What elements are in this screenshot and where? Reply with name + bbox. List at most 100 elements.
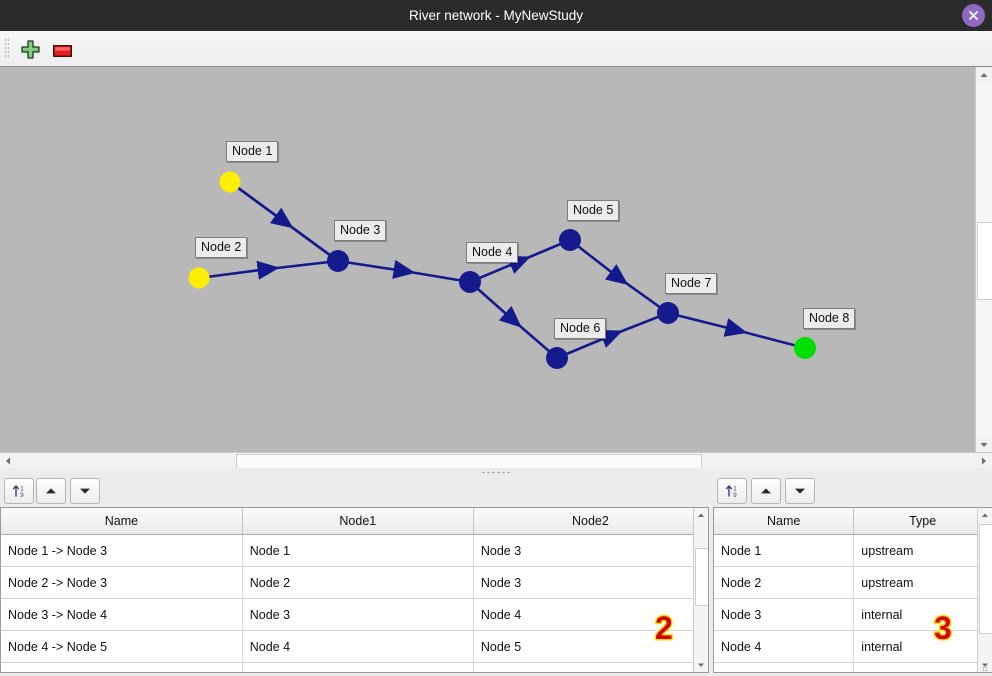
nodes-cell-empty[interactable] [853,662,992,672]
window-title: River network - MyNewStudy [408,8,584,23]
scroll-up-icon[interactable] [978,508,992,522]
nodes-table[interactable]: Name Type Node 1 upstream Node 2 upstrea… [713,507,992,673]
triangle-up-icon[interactable] [36,478,66,504]
table-row: Node 1 -> Node 3 Node 1 Node 3 [1,534,708,567]
links-cell-name[interactable]: Node 1 -> Node 3 [1,534,243,567]
links-table-scrollbar[interactable] [693,508,708,672]
main-toolbar [0,31,992,67]
graph-node-label-1[interactable]: Node 1 [226,141,279,162]
scroll-up-icon[interactable] [694,508,708,522]
edge-node6-node7 [556,311,669,360]
links-table[interactable]: Name Node1 Node2 Node 1 -> Node 3 Node 1… [0,507,709,673]
graph-edges [198,180,806,360]
table-row: Node 3 internal [714,598,992,631]
splitter-grip-icon [481,471,511,474]
graph-node-label-6[interactable]: Node 6 [554,318,607,339]
triangle-down-icon[interactable] [785,478,815,504]
resize-grip-icon[interactable] [982,666,988,672]
graph-view-panel: Node 1 Node 2 Node 3 Node 4 Node 5 Node … [0,66,992,508]
edge-node2-node3 [198,259,339,280]
edge-node4-node5 [469,238,571,284]
links-scroll-thumb[interactable] [695,548,708,606]
scroll-down-icon[interactable] [978,658,992,672]
links-column-header-node2[interactable]: Node2 [473,508,708,535]
links-cell-empty[interactable] [1,662,243,672]
nodes-cell-name[interactable]: Node 2 [714,566,855,599]
table-row: Node 4 internal [714,630,992,663]
links-cell-node2[interactable]: Node 3 [473,566,708,599]
links-header-row: Name Node1 Node2 [1,508,708,535]
nodes-table-scrollbar[interactable] [977,508,992,672]
nodes-header-row: Name Type [714,508,992,535]
nodes-cell-type[interactable]: internal [853,598,992,631]
sort-icon[interactable]: 1 9 [4,478,34,504]
links-cell-node2[interactable]: Node 4 [473,598,708,631]
links-column-header-name[interactable]: Name [1,508,243,535]
graph-node-3 [327,250,349,272]
svg-text:1: 1 [20,485,24,492]
nodes-cell-type[interactable]: internal [853,630,992,663]
links-cell-name[interactable]: Node 4 -> Node 5 [1,630,243,663]
table-row: Node 2 upstream [714,566,992,599]
links-grid: Name Node1 Node2 Node 1 -> Node 3 Node 1… [1,508,708,672]
links-cell-node2[interactable]: Node 5 [473,630,708,663]
links-cell-name[interactable]: Node 2 -> Node 3 [1,566,243,599]
delete-minus-icon[interactable] [53,44,72,57]
nodes-cell-name[interactable]: Node 1 [714,534,855,567]
graph-vscroll-thumb[interactable] [977,222,992,300]
graph-node-label-5[interactable]: Node 5 [567,200,620,221]
nodes-cell-type[interactable]: upstream [853,534,992,567]
links-cell-node1[interactable]: Node 3 [242,598,474,631]
graph-vertical-scrollbar[interactable] [975,67,992,453]
nodes-cell-empty[interactable] [714,662,855,672]
scroll-left-icon[interactable] [0,453,16,469]
close-icon[interactable] [962,4,985,27]
links-cell-node2[interactable]: Node 3 [473,534,708,567]
links-cell-node1[interactable]: Node 4 [242,630,474,663]
river-network-diagram[interactable]: Node 1 Node 2 Node 3 Node 4 Node 5 Node … [0,67,976,453]
table-row: Node 3 -> Node 4 Node 3 Node 4 [1,598,708,631]
toolbar-drag-handle[interactable] [4,38,9,59]
graph-node-label-8[interactable]: Node 8 [803,308,856,329]
triangle-down-icon[interactable] [70,478,100,504]
nodes-column-header-type[interactable]: Type [853,508,992,535]
nodes-column-header-name[interactable]: Name [714,508,855,535]
triangle-up-icon[interactable] [751,478,781,504]
graph-nodes [188,171,816,369]
add-plus-icon[interactable] [21,40,40,59]
table-row-partial [714,662,992,672]
edge-node1-node3 [229,180,339,263]
sort-icon[interactable]: 1 9 [717,478,747,504]
scroll-down-icon[interactable] [694,658,708,672]
links-cell-empty[interactable] [473,662,708,672]
links-cell-node1[interactable]: Node 2 [242,566,474,599]
graph-node-label-4[interactable]: Node 4 [466,242,519,263]
graph-horizontal-scrollbar[interactable] [0,452,992,470]
nodes-scroll-thumb[interactable] [979,524,992,634]
graph-node-8 [794,337,816,359]
graph-node-label-3[interactable]: Node 3 [334,220,387,241]
graph-node-7 [657,302,679,324]
graph-node-1 [219,171,241,193]
graph-node-5 [559,229,581,251]
nodes-cell-name[interactable]: Node 4 [714,630,855,663]
graph-node-label-7[interactable]: Node 7 [665,273,718,294]
nodes-cell-name[interactable]: Node 3 [714,598,855,631]
links-column-header-node1[interactable]: Node1 [242,508,474,535]
scroll-down-icon[interactable] [976,437,992,453]
panel-splitter[interactable] [0,468,992,476]
graph-node-2 [188,267,210,289]
svg-text:9: 9 [20,492,24,499]
links-cell-name[interactable]: Node 3 -> Node 4 [1,598,243,631]
scroll-up-icon[interactable] [976,67,992,83]
links-cell-empty[interactable] [242,662,474,672]
edge-node7-node8 [667,311,806,350]
links-cell-node1[interactable]: Node 1 [242,534,474,567]
nodes-cell-type[interactable]: upstream [853,566,992,599]
scroll-right-icon[interactable] [976,453,992,469]
nodes-panel: 1 9 Name Type [707,476,992,676]
graph-node-4 [459,271,481,293]
graph-node-label-2[interactable]: Node 2 [195,237,248,258]
table-row-partial [1,662,708,672]
